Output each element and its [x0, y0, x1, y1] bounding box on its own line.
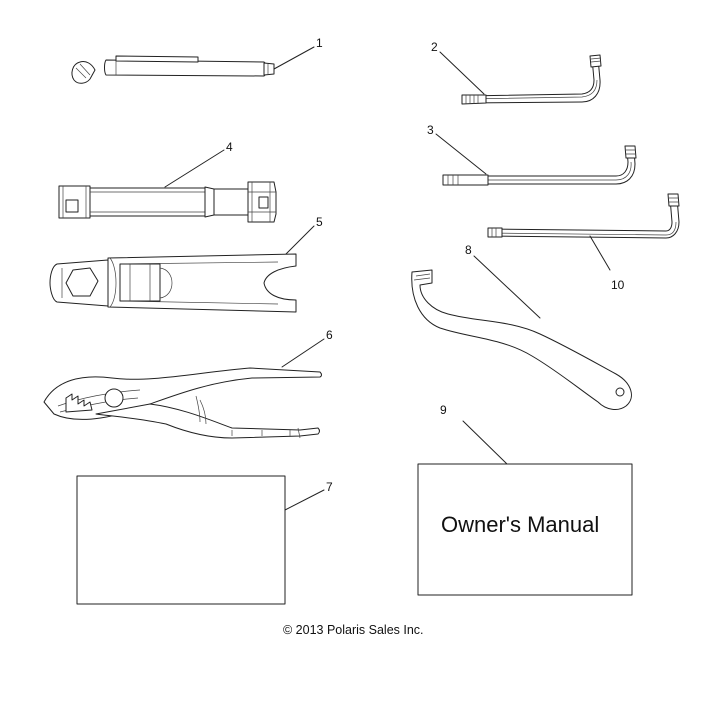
- callout-6: 6: [326, 328, 333, 342]
- part-5-wrench: 5: [49, 215, 323, 313]
- callout-9: 9: [440, 403, 447, 417]
- part-6-pliers: 6: [43, 328, 333, 439]
- part-8-spanner-wrench: 8: [411, 243, 632, 410]
- part-1-screwdriver: 1: [71, 36, 323, 84]
- callout-5: 5: [316, 215, 323, 229]
- callout-7: 7: [326, 480, 333, 494]
- callout-2: 2: [431, 40, 438, 54]
- callout-4: 4: [226, 140, 233, 154]
- part-9-owners-manual: 9 Owner's Manual: [417, 403, 633, 596]
- callout-1: 1: [316, 36, 323, 50]
- callout-8: 8: [465, 243, 472, 257]
- owners-manual-title: Owner's Manual: [441, 512, 599, 537]
- part-4-socket-tool: 4: [58, 140, 277, 223]
- callout-10: 10: [611, 278, 625, 292]
- copyright-notice: © 2013 Polaris Sales Inc.: [283, 623, 424, 637]
- part-10-hex-key: 10: [487, 193, 680, 292]
- part-3-hex-key: 3: [427, 123, 637, 186]
- callout-3: 3: [427, 123, 434, 137]
- part-2-hex-key: 2: [431, 40, 602, 105]
- part-7-document: 7: [76, 475, 333, 605]
